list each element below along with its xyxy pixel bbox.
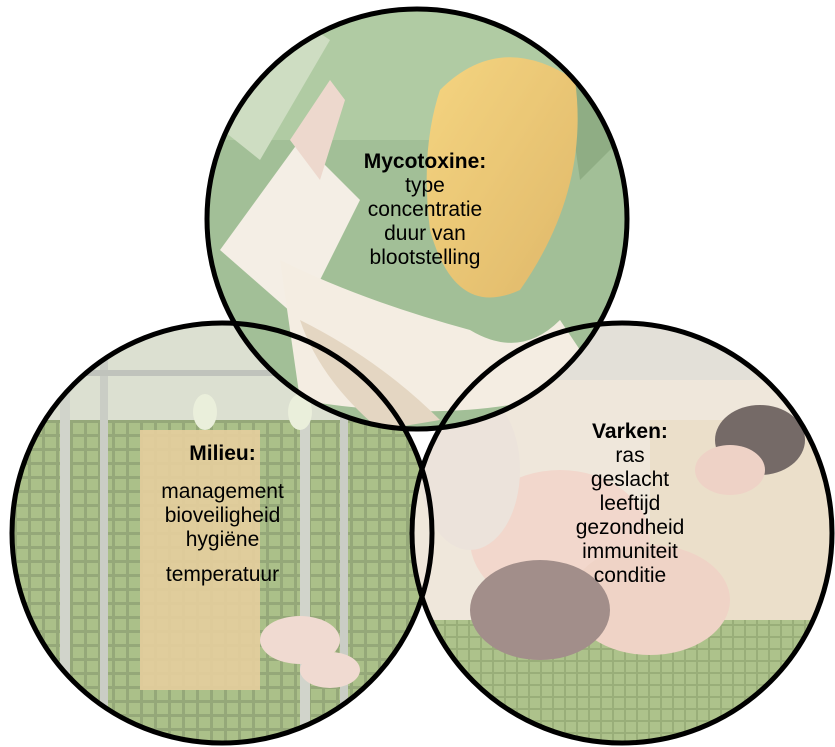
mycotoxine-title: Mycotoxine: bbox=[315, 150, 535, 174]
varken-item: immuniteit bbox=[530, 540, 730, 564]
mycotoxine-item: type bbox=[315, 174, 535, 198]
milieu-item: temperatuur bbox=[115, 563, 330, 587]
mycotoxine-label: Mycotoxine: type concentratie duur van b… bbox=[315, 150, 535, 270]
milieu-item: bioveiligheid bbox=[115, 504, 330, 528]
mycotoxine-item: duur van bbox=[315, 222, 535, 246]
mycotoxine-item: concentratie bbox=[315, 198, 535, 222]
varken-item: leeftijd bbox=[530, 492, 730, 516]
milieu-label: Milieu: management bioveiligheid hygiëne… bbox=[115, 442, 330, 587]
milieu-item: hygiëne bbox=[115, 528, 330, 552]
varken-item: geslacht bbox=[530, 468, 730, 492]
varken-item: gezondheid bbox=[530, 516, 730, 540]
varken-title: Varken: bbox=[530, 420, 730, 444]
varken-item: conditie bbox=[530, 564, 730, 588]
mycotoxine-item: blootstelling bbox=[315, 246, 535, 270]
milieu-item: management bbox=[115, 480, 330, 504]
milieu-title: Milieu: bbox=[115, 442, 330, 466]
varken-item: ras bbox=[530, 444, 730, 468]
varken-label: Varken: ras geslacht leeftijd gezondheid… bbox=[530, 420, 730, 588]
